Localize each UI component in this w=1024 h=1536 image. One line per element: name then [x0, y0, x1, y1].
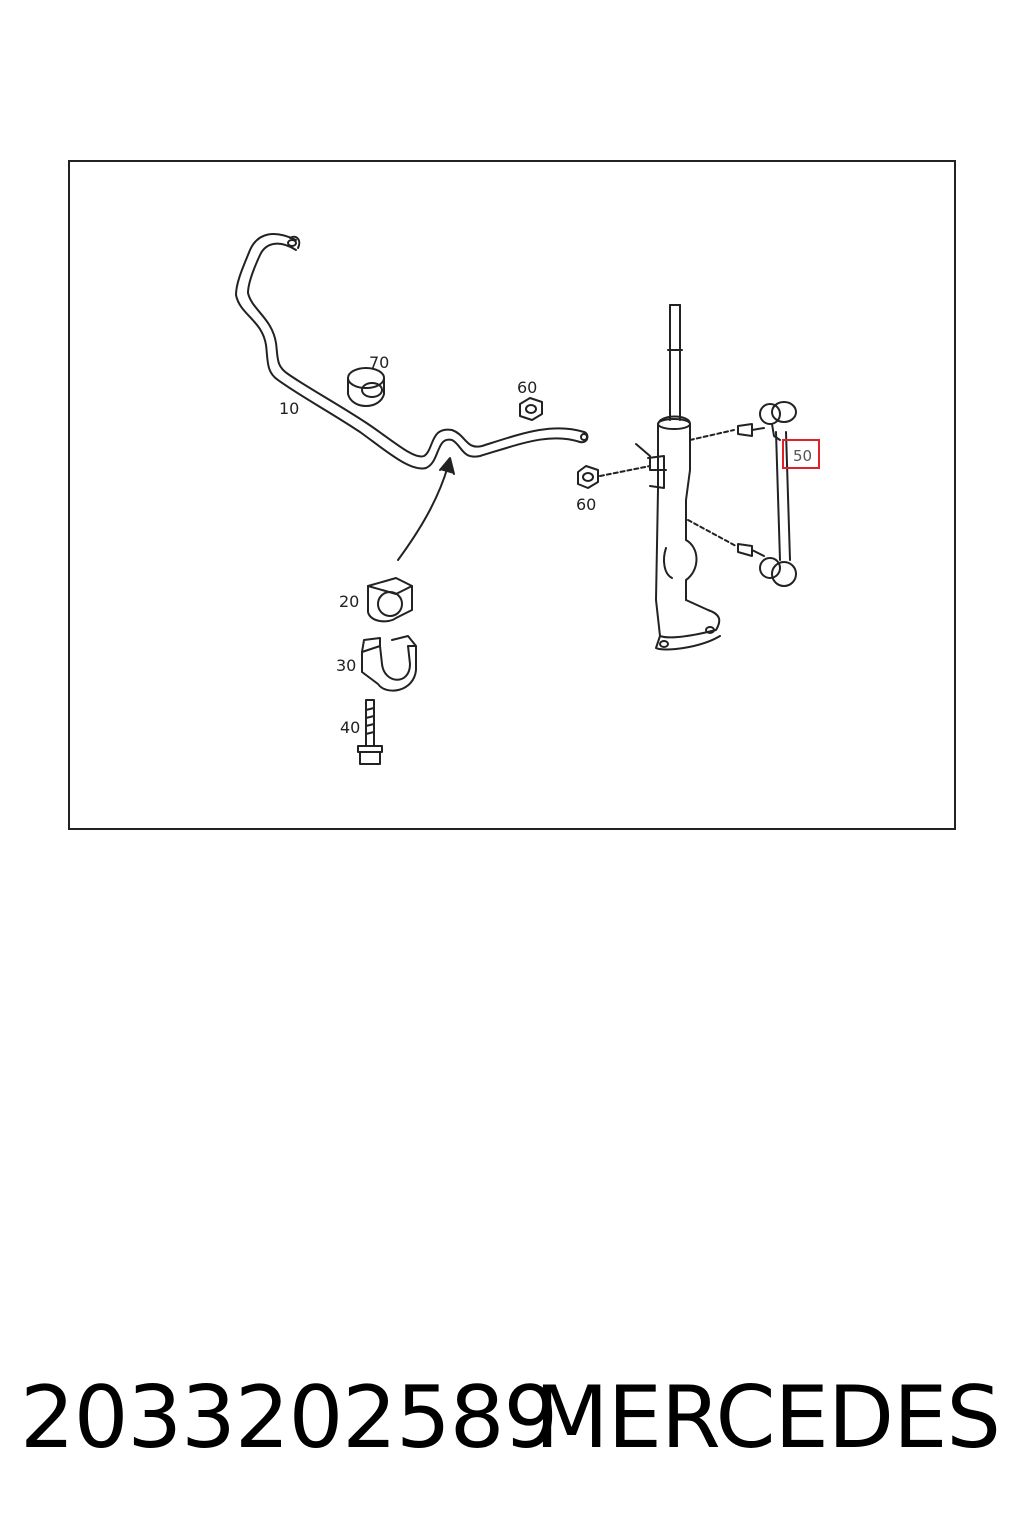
- part-label-40: 40: [340, 718, 360, 737]
- part-label-20: 20: [339, 592, 359, 611]
- stabilizer-link: [737, 401, 797, 587]
- nut-lower: [577, 465, 651, 489]
- exploded-parts-diagram: 10 70 60 60 20 30 40 50: [235, 233, 820, 765]
- part-label-10: 10: [279, 399, 299, 418]
- part-label-60-lower: 60: [576, 495, 596, 514]
- bracket-bushing: [367, 577, 413, 623]
- nut-upper: [519, 397, 543, 421]
- part-label-50[interactable]: 50: [793, 447, 812, 465]
- highlight-box[interactable]: [782, 439, 820, 469]
- part-label-70: 70: [369, 353, 389, 372]
- part-label-30: 30: [336, 656, 356, 675]
- stabilizer-bar: [235, 233, 589, 470]
- part-label-60-upper: 60: [517, 378, 537, 397]
- shock-absorber: [635, 304, 737, 651]
- diagram-frame: [68, 160, 956, 830]
- part-number: 2033202589: [20, 1368, 558, 1468]
- brand-name: MERCEDES: [534, 1368, 1001, 1468]
- footer-caption: 2033202589 MERCEDES: [0, 1368, 1024, 1478]
- rubber-mount: [347, 367, 385, 407]
- clamp-bracket: [361, 635, 417, 692]
- bolt: [357, 699, 383, 765]
- assembly-arrow: [397, 457, 455, 561]
